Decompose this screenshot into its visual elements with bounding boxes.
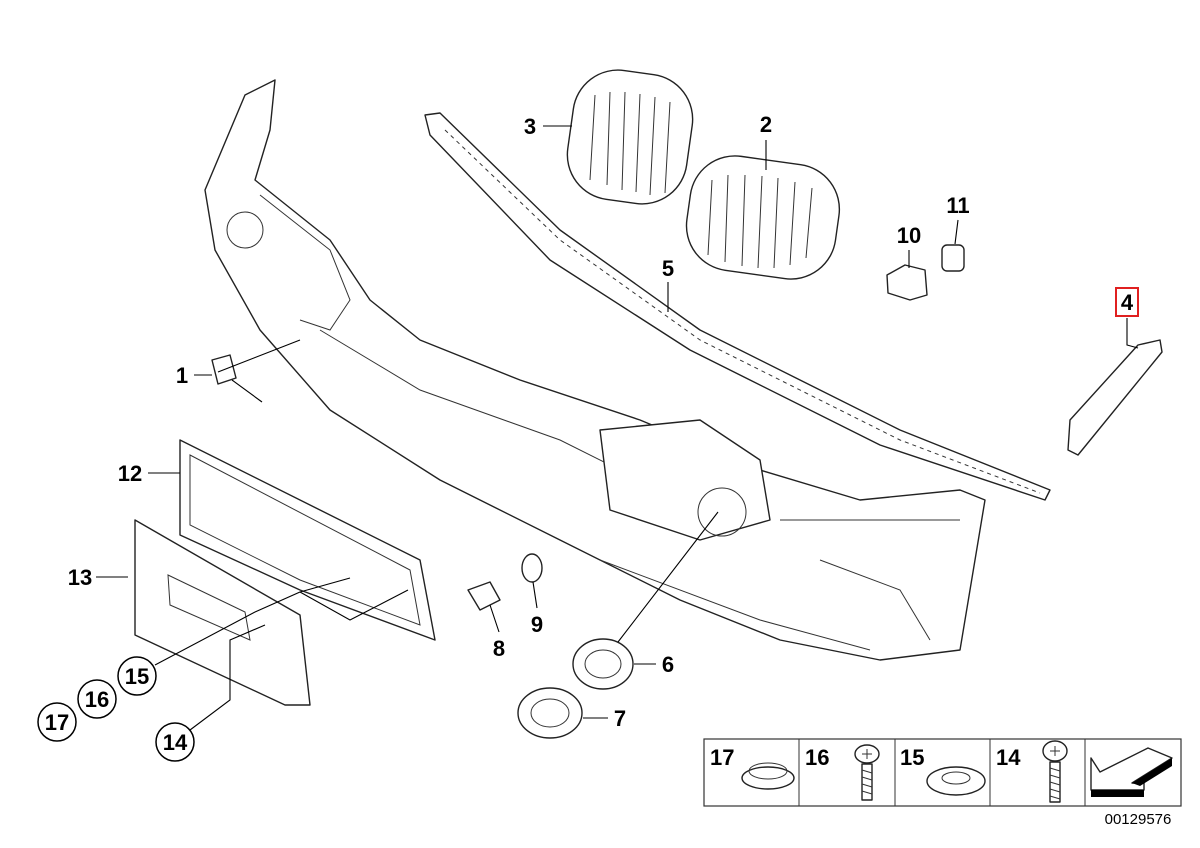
callout-3: 3 xyxy=(524,114,536,139)
callout-2: 2 xyxy=(760,112,772,137)
callout-16: 16 xyxy=(85,687,109,712)
callout-4[interactable]: 4 xyxy=(1121,290,1134,315)
callout-15: 15 xyxy=(125,664,149,689)
kidney-grille-left xyxy=(566,69,694,205)
fog-ring-part-7 xyxy=(517,687,583,739)
screw-icon xyxy=(1042,740,1068,803)
callout-9: 9 xyxy=(531,612,543,637)
fog-ring-part-6 xyxy=(572,638,634,690)
callout-8: 8 xyxy=(493,636,505,661)
callout-12: 12 xyxy=(118,461,142,486)
ring-part-9 xyxy=(521,553,543,583)
callout-6: 6 xyxy=(662,652,674,677)
lower-grille-strip xyxy=(424,112,1051,501)
callout-10: 10 xyxy=(897,223,921,248)
legend-number: 16 xyxy=(805,745,829,770)
trim-strip-part-4 xyxy=(1067,339,1163,456)
legend-number: 17 xyxy=(710,745,734,770)
highlight-box xyxy=(1115,287,1139,317)
callout-11: 11 xyxy=(946,193,969,218)
front-bumper xyxy=(204,79,986,661)
washer-icon xyxy=(926,766,986,796)
kidney-grille-right xyxy=(685,155,841,280)
cap-part-11 xyxy=(941,244,965,272)
license-plate-base-part-13 xyxy=(134,519,311,706)
plate-holder-part-12 xyxy=(179,439,436,641)
sensor-part-8 xyxy=(467,581,501,611)
hardware-legend: 17 16 15 14 xyxy=(703,738,1182,807)
callout-14: 14 xyxy=(163,730,188,755)
screw-icon xyxy=(854,744,880,801)
legend-number: 14 xyxy=(996,745,1021,770)
direction-arrow-icon xyxy=(1090,747,1173,797)
callout-7: 7 xyxy=(614,706,626,731)
legend-number: 15 xyxy=(900,745,924,770)
diagram-code: 00129576 xyxy=(1105,811,1172,828)
callout-13: 13 xyxy=(68,565,92,590)
clip-part-10 xyxy=(886,264,928,301)
callout-1: 1 xyxy=(176,363,188,388)
callout-17: 17 xyxy=(45,710,69,735)
cap-icon xyxy=(741,762,795,790)
leader-lines xyxy=(96,125,1139,731)
callout-5: 5 xyxy=(662,256,674,281)
